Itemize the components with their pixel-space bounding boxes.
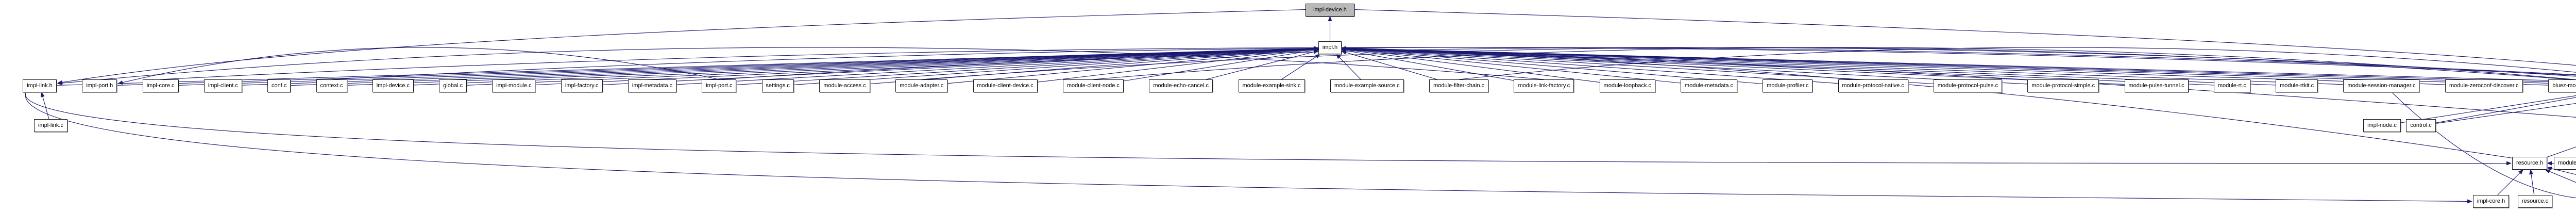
edge-module-client-node-c-to-impl-h [1123, 48, 1319, 81]
edge-impl-device-h-to-global-h [1354, 9, 2576, 66]
edge-module-filter-chain-c-to-impl-h [1341, 50, 1437, 80]
graph-node-module-rtkit-c[interactable]: module-rtkit.c [2276, 79, 2318, 92]
graph-node-resource-h[interactable]: resource.h [2512, 157, 2547, 170]
edge-impl-client-h-to-impl-h [1341, 46, 2576, 118]
edge-impl-client-c-to-impl-h [242, 46, 1319, 86]
edge-impl-link-h-to-resource-h [25, 92, 2512, 166]
graph-node-impl-factory-c[interactable]: impl-factory.c [561, 79, 603, 92]
graph-node-module-pulse-tunnel-c[interactable]: module-pulse-tunnel.c [2124, 79, 2189, 92]
edge-control-c-to-impl-node-h [2435, 97, 2576, 123]
edge-conf-c-to-impl-h [291, 46, 1319, 86]
graph-node-impl-device-c[interactable]: impl-device.c [372, 79, 414, 92]
graph-node-module-filter-chain-c[interactable]: module-filter-chain.c [1429, 79, 1489, 92]
edge-module-zeroconf-discover-c-to-impl-h [1341, 46, 2445, 85]
edge-impl-port-h-to-impl-h [117, 46, 1319, 86]
graph-node-impl-link-h[interactable]: impl-link.h [23, 79, 57, 92]
edge-impl-core-h-to-resource-h [2497, 169, 2524, 195]
edge-module-access-c-to-impl-h [870, 47, 1319, 85]
graph-node-global-c[interactable]: global.c [439, 79, 467, 92]
edge-module-filter-chain-c-to-control-h [1459, 47, 2576, 80]
graph-node-module-echo-cancel-c[interactable]: module-echo-cancel.c [1149, 79, 1213, 92]
graph-node-impl-node-c[interactable]: impl-node.c [2363, 119, 2401, 132]
edge-bluez-monitor-c-to-impl-h [1341, 46, 2549, 86]
edge-resource-c-to-resource-h [2529, 169, 2535, 195]
edge-impl-core-c-to-impl-h [178, 46, 1319, 86]
graph-node-module-link-factory-c[interactable]: module-link-factory.c [1514, 79, 1574, 92]
graph-node-module-example-source-c[interactable]: module-example-source.c [1330, 79, 1404, 92]
edge-module-link-factory-c-to-impl-link-h [57, 47, 1544, 86]
edge-module-loopback-c-to-impl-h [1341, 47, 1600, 83]
edge-impl-port-c-to-impl-port-h [117, 47, 719, 85]
edge-module-example-sink-c-to-impl-h [1281, 54, 1321, 80]
graph-node-impl-core-h[interactable]: impl-core.h [2473, 195, 2509, 208]
graph-node-module-portal-c[interactable]: module-portal.c [2554, 157, 2576, 170]
graph-node-impl-core-c[interactable]: impl-core.c [142, 79, 179, 92]
edge-impl-factory-c-to-impl-h [602, 46, 1319, 85]
graph-node-impl-link-c[interactable]: impl-link.c [34, 119, 67, 132]
edge-impl-link-c-to-impl-link-h [41, 92, 49, 120]
graph-node-impl-client-c[interactable]: impl-client.c [204, 79, 242, 92]
edge-control-c-to-control-h [2435, 103, 2576, 124]
edge-module-pulse-tunnel-c-to-impl-h [1341, 46, 2125, 85]
edge-resource-h-to-impl-client-h [2547, 146, 2576, 158]
edge-impl-metadata-c-to-impl-h [676, 46, 1319, 85]
edge-module-link-factory-c-to-impl-h [1341, 48, 1514, 81]
graph-node-impl-h[interactable]: impl.h [1318, 41, 1342, 54]
edge-impl-module-c-to-impl-h [535, 46, 1319, 86]
graph-node-module-profiler-c[interactable]: module-profiler.c [1762, 79, 1813, 92]
edge-global-h-to-impl-h [1341, 46, 2576, 81]
graph-node-module-access-c[interactable]: module-access.c [819, 79, 870, 92]
graph-node-impl-module-c[interactable]: impl-module.c [492, 79, 536, 92]
graph-node-module-client-device-c[interactable]: module-client-device.c [973, 79, 1038, 92]
graph-node-module-protocol-simple-c[interactable]: module-protocol-simple.c [2027, 79, 2099, 92]
graph-node-module-loopback-c[interactable]: module-loopback.c [1599, 79, 1655, 92]
edge-module-example-source-c-to-impl-h [1335, 54, 1361, 80]
edge-impl-core-c-to-global-h [160, 47, 2576, 80]
graph-node-impl-device-h: impl-device.h [1306, 4, 1354, 17]
graph-node-module-client-node-c[interactable]: module-client-node.c [1062, 79, 1124, 92]
graph-node-module-rt-c[interactable]: module-rt.c [2213, 79, 2250, 92]
edge-impl-device-c-to-impl-h [413, 46, 1319, 86]
graph-node-module-zeroconf-discover-c[interactable]: module-zeroconf-discover.c [2445, 79, 2523, 92]
graph-node-context-c[interactable]: context.c [316, 79, 347, 92]
graph-node-impl-port-c[interactable]: impl-port.c [702, 79, 737, 92]
graph-node-resource-c[interactable]: resource.c [2518, 195, 2552, 208]
edge-global-c-to-impl-h [467, 46, 1319, 86]
edge-impl-device-h-to-impl-link-h [57, 9, 1306, 85]
graph-node-module-adapter-c[interactable]: module-adapter.c [895, 79, 948, 92]
graph-node-module-protocol-native-c[interactable]: module-protocol-native.c [1838, 79, 1908, 92]
edge-module-client-device-c-to-impl-h [1037, 47, 1319, 83]
edge-resource-h-to-impl-h [1341, 46, 2515, 159]
edge-impl-link-h-to-impl-h [56, 46, 1319, 86]
graph-node-bluez-monitor-c[interactable]: bluez-monitor.c [2548, 79, 2576, 92]
edge-module-echo-cancel-c-to-impl-h [1206, 50, 1319, 80]
edge-impl-port-c-to-control-h [719, 47, 2576, 80]
edge-impl-factory-h-to-resource-h [2547, 167, 2576, 175]
graph-node-conf-c[interactable]: conf.c [267, 79, 291, 92]
edge-module-session-manager-c-to-impl-metadata-h [2392, 92, 2576, 199]
graph-node-control-c[interactable]: control.c [2406, 119, 2436, 132]
edge-impl-node-h-to-impl-h [1341, 46, 2576, 85]
graph-node-module-metadata-c[interactable]: module-metadata.c [1681, 79, 1738, 92]
graph-node-module-session-manager-c[interactable]: module-session-manager.c [2343, 79, 2420, 92]
edge-impl-node-c-to-impl-node-h [2400, 95, 2576, 123]
graph-node-module-protocol-pulse-c[interactable]: module-protocol-pulse.c [1933, 79, 2002, 92]
edge-module-metadata-c-to-impl-h [1341, 47, 1681, 84]
graph-node-module-example-sink-c[interactable]: module-example-sink.c [1238, 79, 1305, 92]
graph-node-impl-port-h[interactable]: impl-port.h [82, 79, 117, 92]
edge-module-protocol-native-c-to-impl-h [1341, 46, 1838, 84]
edge-module-adapter-c-to-impl-h [947, 47, 1319, 84]
edge-module-profiler-c-to-impl-h [1341, 47, 1763, 85]
edge-impl-link-h-to-impl-core-h [25, 92, 2472, 204]
graph-node-settings-c[interactable]: settings.c [761, 79, 794, 92]
graph-node-impl-metadata-c[interactable]: impl-metadata.c [628, 79, 677, 92]
